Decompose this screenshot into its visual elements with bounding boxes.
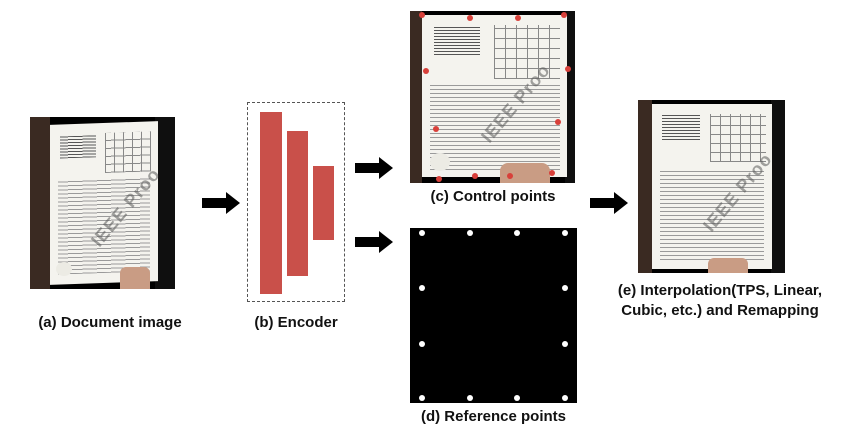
caption-control-points: (c) Control points [430, 188, 556, 205]
encoder-block-3 [313, 166, 334, 240]
arrow-right-icon [590, 192, 628, 214]
remapped-paper [652, 104, 772, 269]
caption-interpolation-line-2: Cubic, etc.) and Remapping [621, 302, 819, 319]
control-point [472, 173, 478, 179]
remapped-document-image: IEEE Proo [638, 100, 785, 273]
reference-point [562, 395, 568, 401]
reference-point [514, 395, 520, 401]
reference-point [514, 230, 520, 236]
reference-point [419, 230, 425, 236]
control-point [436, 176, 442, 182]
reference-points-image [410, 228, 577, 403]
reference-point [467, 230, 473, 236]
reference-point [419, 395, 425, 401]
caption-interpolation-line-1: (e) Interpolation(TPS, Linear, [617, 282, 823, 299]
arrow-right-icon [355, 157, 393, 179]
control-point [467, 15, 473, 21]
reference-point [562, 341, 568, 347]
reference-point [419, 285, 425, 291]
caption-encoder: (b) Encoder [254, 314, 338, 331]
arrow-right-icon [202, 192, 240, 214]
control-point [423, 68, 429, 74]
control-points-image: IEEE Proo [410, 11, 575, 183]
document-image: IEEE Proo [30, 117, 175, 289]
caption-reference-points: (d) Reference points [420, 408, 567, 425]
control-point [419, 12, 425, 18]
arrow-right-icon [355, 231, 393, 253]
encoder-block-1 [260, 112, 282, 294]
encoder-block-2 [287, 131, 308, 276]
control-point [561, 12, 567, 18]
control-point [555, 119, 561, 125]
control-point [565, 66, 571, 72]
control-point [549, 170, 555, 176]
reference-point [419, 341, 425, 347]
control-point [507, 173, 513, 179]
reference-point [467, 395, 473, 401]
encoder-box [247, 102, 345, 302]
reference-point [562, 230, 568, 236]
control-paper [422, 15, 567, 177]
reference-point [562, 285, 568, 291]
control-point [433, 126, 439, 132]
caption-document-image: (a) Document image [38, 314, 182, 331]
control-point [515, 15, 521, 21]
